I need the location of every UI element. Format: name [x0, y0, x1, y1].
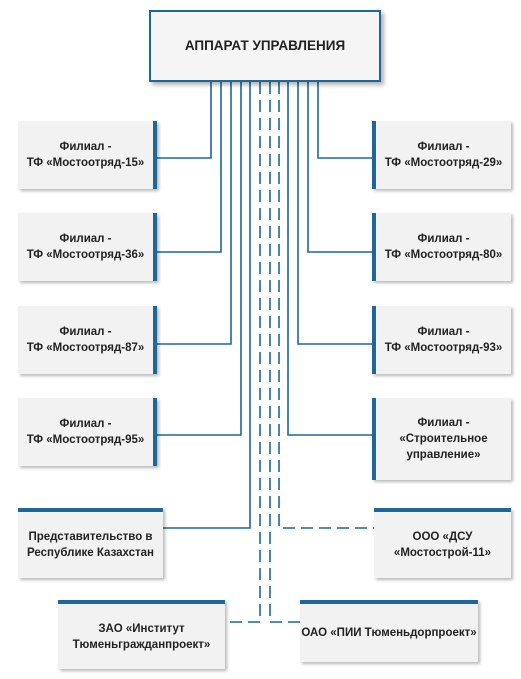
branch-label: Филиал - ТФ «Мостоотряд-80» [384, 233, 503, 261]
pii-label: ОАО «ПИИ Тюменьдорпроект» [301, 627, 477, 639]
pii-tyumendorproekt: ОАО «ПИИ Тюменьдорпроект» [300, 600, 478, 662]
dsu-mostostroy-11: ООО «ДСУ «Мостострой-11» [374, 508, 511, 578]
connector-right-2 [307, 82, 372, 253]
connector-pii [269, 82, 300, 623]
branch-label: Филиал - «Строительное управление» [399, 417, 488, 461]
branch-label: Филиал - ТФ «Мостоотряд-95» [26, 418, 145, 446]
connector-dsu [278, 82, 374, 529]
connector-left-1 [157, 82, 212, 159]
branch-mostootryad-87: Филиал - ТФ «Мостоотряд-87» [18, 306, 157, 374]
connector-institute [225, 82, 261, 623]
branch-mostootryad-93: Филиал - ТФ «Мостоотряд-93» [372, 306, 511, 374]
connector-left-4 [157, 82, 242, 436]
management-title: АППАРАТ УПРАВЛЕНИЯ [184, 38, 346, 53]
branch-mostootryad-95: Филиал - ТФ «Мостоотряд-95» [18, 398, 157, 466]
branch-label: Филиал - ТФ «Мостоотряд-29» [384, 141, 503, 169]
dsu-label: ООО «ДСУ «Мостострой-11» [393, 531, 492, 559]
representative-label: Представительство в Республике Казахстан [26, 531, 155, 559]
connector-left-2 [157, 82, 222, 253]
connector-right-1 [317, 82, 372, 159]
institute-label: ЗАО «Институт Тюменьгражданпроект» [72, 622, 211, 651]
branch-label: Филиал - ТФ «Мостоотряд-36» [26, 233, 145, 261]
branch-mostootryad-80: Филиал - ТФ «Мостоотряд-80» [372, 213, 511, 281]
branch-mostootryad-29: Филиал - ТФ «Мостоотряд-29» [372, 121, 511, 189]
branch-mostootryad-36: Филиал - ТФ «Мостоотряд-36» [18, 213, 157, 281]
institute-tyumengrazhdanproekt: ЗАО «Институт Тюменьгражданпроект» [58, 600, 225, 669]
branch-label: Филиал - ТФ «Мостоотряд-15» [26, 141, 145, 169]
branch-label: Филиал - ТФ «Мостоотряд-93» [384, 326, 503, 354]
connector-right-4 [287, 82, 372, 436]
connector-representative [163, 82, 251, 529]
branch-mostootryad-15: Филиал - ТФ «Мостоотряд-15» [18, 121, 157, 189]
branch-label: Филиал - ТФ «Мостоотряд-87» [26, 326, 145, 354]
connector-left-3 [157, 82, 232, 345]
representative-kazakhstan: Представительство в Республике Казахстан [18, 508, 163, 578]
branch-construction-department: Филиал - «Строительное управление» [372, 398, 511, 480]
management-box: АППАРАТ УПРАВЛЕНИЯ [149, 10, 381, 82]
connector-right-3 [297, 82, 372, 345]
